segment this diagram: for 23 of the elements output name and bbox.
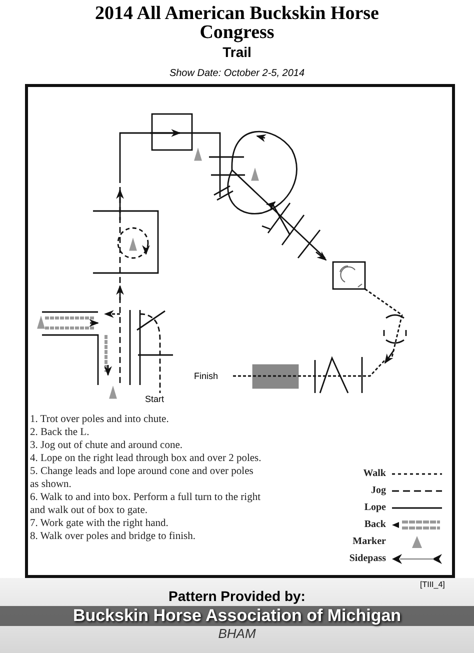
legend-label: Walk: [362, 468, 386, 479]
legend-label: Marker: [352, 536, 386, 547]
instruction-text: 5. Change leads and lope around cone and over poles as shown.: [30, 465, 254, 491]
show-date: Show Date: October 2-5, 2014: [168, 68, 306, 79]
pattern-code: [TIII_4]: [420, 580, 445, 589]
instruction-text: 1. Trot over poles and into chute.: [30, 413, 170, 426]
legend-label: Sidepass: [348, 553, 386, 564]
legend-label: Back: [363, 519, 386, 530]
instruction-text: 2. Back the L.: [30, 426, 90, 439]
provider-abbreviation: BHAM: [217, 626, 257, 641]
legend-label: Lope: [363, 502, 386, 513]
legend-label: Jog: [370, 485, 386, 496]
instruction-text: 3. Jog out of chute and around cone.: [30, 439, 184, 452]
subtitle: Trail: [222, 44, 252, 60]
finish-label: Finish: [194, 371, 218, 381]
instruction-text: 8. Walk over poles and bridge to finish.: [30, 530, 196, 543]
provider-name: Buckskin Horse Association of Michigan: [0, 606, 474, 626]
title: 2014 All American Buckskin Horse Congress: [94, 4, 380, 42]
instruction-text: 6. Walk to and into box. Perform a full turn to the right and walk out of box to gate.: [30, 491, 262, 517]
instruction-text: 7. Work gate with the right hand.: [30, 517, 170, 530]
provider-heading: Pattern Provided by:: [168, 588, 306, 604]
start-label: Start: [145, 394, 164, 404]
instruction-text: 4. Lope on the right lead through box and over 2 poles.: [30, 452, 262, 465]
